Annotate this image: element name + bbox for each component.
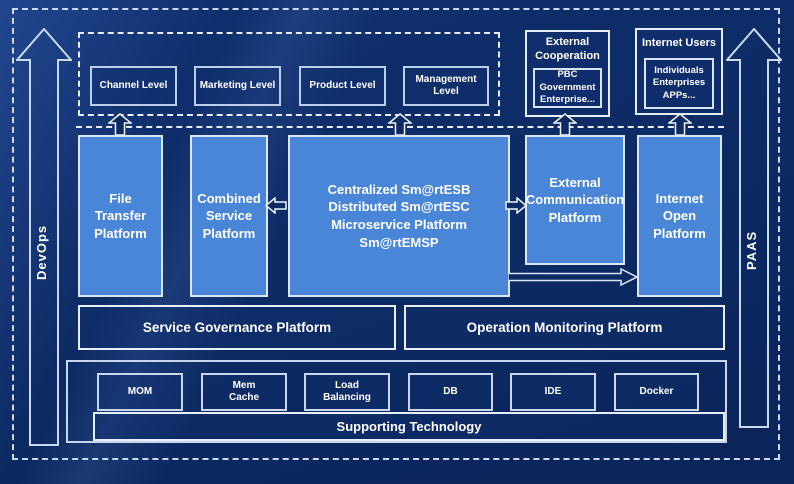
tech-box-mom: MOM [97, 373, 183, 411]
business-levels-frame [78, 32, 500, 116]
operation-monitoring-platform-bar: Operation Monitoring Platform [404, 305, 725, 350]
paas-up-arrow-icon [726, 28, 782, 428]
devops-label: DevOps [34, 224, 49, 280]
devops-up-arrow-icon [16, 28, 72, 446]
up-arrow-icon [108, 113, 132, 136]
right-arrow-icon [505, 197, 527, 214]
paas-label: PAAS [744, 230, 759, 270]
outer-dashed-frame [12, 8, 780, 460]
up-arrow-icon [388, 113, 412, 136]
tech-box-ide: IDE [510, 373, 596, 411]
internet-users-title: Internet Users [642, 37, 716, 50]
tech-box-db: DB [408, 373, 493, 411]
left-arrow-icon [265, 197, 287, 214]
tech-box-mem-cache: Mem Cache [201, 373, 287, 411]
external-cooperation-title: External Cooperation [535, 36, 600, 62]
up-arrow-icon [668, 113, 692, 136]
internet-users-box: Internet Users Individuals Enterprises A… [635, 28, 723, 115]
internet-open-platform-box: Internet Open Platform [637, 135, 722, 297]
service-governance-platform-bar: Service Governance Platform [78, 305, 396, 350]
external-communication-platform-box: External Communication Platform [525, 135, 625, 265]
external-cooperation-members: PBC Government Enterprise... [533, 68, 602, 108]
tech-box-load-balancing: Load Balancing [304, 373, 390, 411]
up-arrow-icon [553, 113, 577, 136]
esb-core-platform-box: Centralized Sm@rtESB Distributed Sm@rtES… [288, 135, 510, 297]
supporting-technology-bar: Supporting Technology [93, 412, 725, 441]
marketing-level-box: Marketing Level [194, 66, 281, 106]
product-level-box: Product Level [299, 66, 386, 106]
supporting-technology-frame [66, 360, 727, 443]
file-transfer-platform-box: File Transfer Platform [78, 135, 163, 297]
channel-level-box: Channel Level [90, 66, 177, 106]
management-level-box: Management Level [403, 66, 489, 106]
combined-service-platform-box: Combined Service Platform [190, 135, 268, 297]
internet-users-members: Individuals Enterprises APPs... [644, 58, 714, 109]
long-right-arrow-icon [508, 268, 639, 286]
external-cooperation-box: External Cooperation PBC Government Ente… [525, 30, 610, 117]
tech-box-docker: Docker [614, 373, 699, 411]
